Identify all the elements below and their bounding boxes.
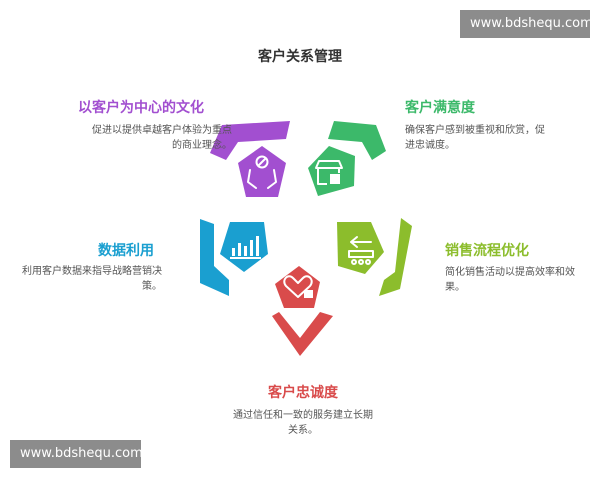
outer-band-data-use <box>200 219 229 296</box>
care-hands-icon <box>247 155 277 189</box>
sales-process-desc-line-2: 果。 <box>445 282 465 293</box>
pentagon-satisfaction <box>308 146 355 196</box>
bar-chart-icon <box>230 236 261 259</box>
pentagon-customer-centric <box>238 146 286 197</box>
segment-sales-process <box>337 218 412 296</box>
customer-centric-desc-line-2: 的商业理念。 <box>172 140 232 151</box>
sales-process-title: 销售流程优化 <box>445 243 529 259</box>
segment-customer-centric <box>210 121 290 197</box>
sales-process-desc-line-1: 简化销售活动以提高效率和效 <box>445 267 575 278</box>
segment-data-use <box>200 219 268 296</box>
data-use-desc-line-2: 策。 <box>142 281 162 292</box>
outer-band-customer-centric <box>210 121 290 160</box>
outer-band-satisfaction <box>328 121 386 160</box>
loyalty-title: 客户忠诚度 <box>268 385 338 401</box>
watermark-top: www.bdshequ.com <box>460 10 593 38</box>
loyalty-desc-line-1: 通过信任和一致的服务建立长期 <box>233 410 373 421</box>
customer-centric-title: 以客户为中心的文化 <box>78 100 204 116</box>
satisfaction-desc-line-1: 确保客户感到被重视和欣赏，促 <box>405 125 545 136</box>
segment-satisfaction <box>308 121 386 196</box>
pentagon-sales-process <box>337 222 384 274</box>
loyalty-description: 通过信任和一致的服务建立长期 关系。 <box>228 408 378 438</box>
pentagon-loyalty <box>275 266 320 308</box>
satisfaction-title: 客户满意度 <box>405 100 475 116</box>
data-use-desc-line-1: 利用客户数据来指导战略营销决 <box>22 266 162 277</box>
segment-loyalty <box>272 266 333 356</box>
satisfaction-description: 确保客户感到被重视和欣赏，促 进忠诚度。 <box>405 123 575 153</box>
diagram-title: 客户关系管理 <box>258 49 342 65</box>
data-use-title: 数据利用 <box>98 243 154 259</box>
heart-lock-icon <box>283 275 313 298</box>
outer-band-sales-process <box>379 218 412 296</box>
loyalty-desc-line-2: 关系。 <box>288 425 318 436</box>
customer-centric-desc-line-1: 促进以提供卓越客户体验为重点 <box>92 125 232 136</box>
customer-centric-description: 促进以提供卓越客户体验为重点 的商业理念。 <box>52 123 232 153</box>
watermark-bottom: www.bdshequ.com <box>10 440 143 468</box>
data-use-description: 利用客户数据来指导战略营销决 策。 <box>12 264 162 294</box>
storefront-thumbsup-icon <box>315 160 343 185</box>
conveyor-arrow-icon <box>348 236 374 265</box>
outer-band-loyalty <box>272 312 333 356</box>
sales-process-description: 简化销售活动以提高效率和效 果。 <box>445 265 595 295</box>
satisfaction-desc-line-2: 进忠诚度。 <box>405 140 455 151</box>
